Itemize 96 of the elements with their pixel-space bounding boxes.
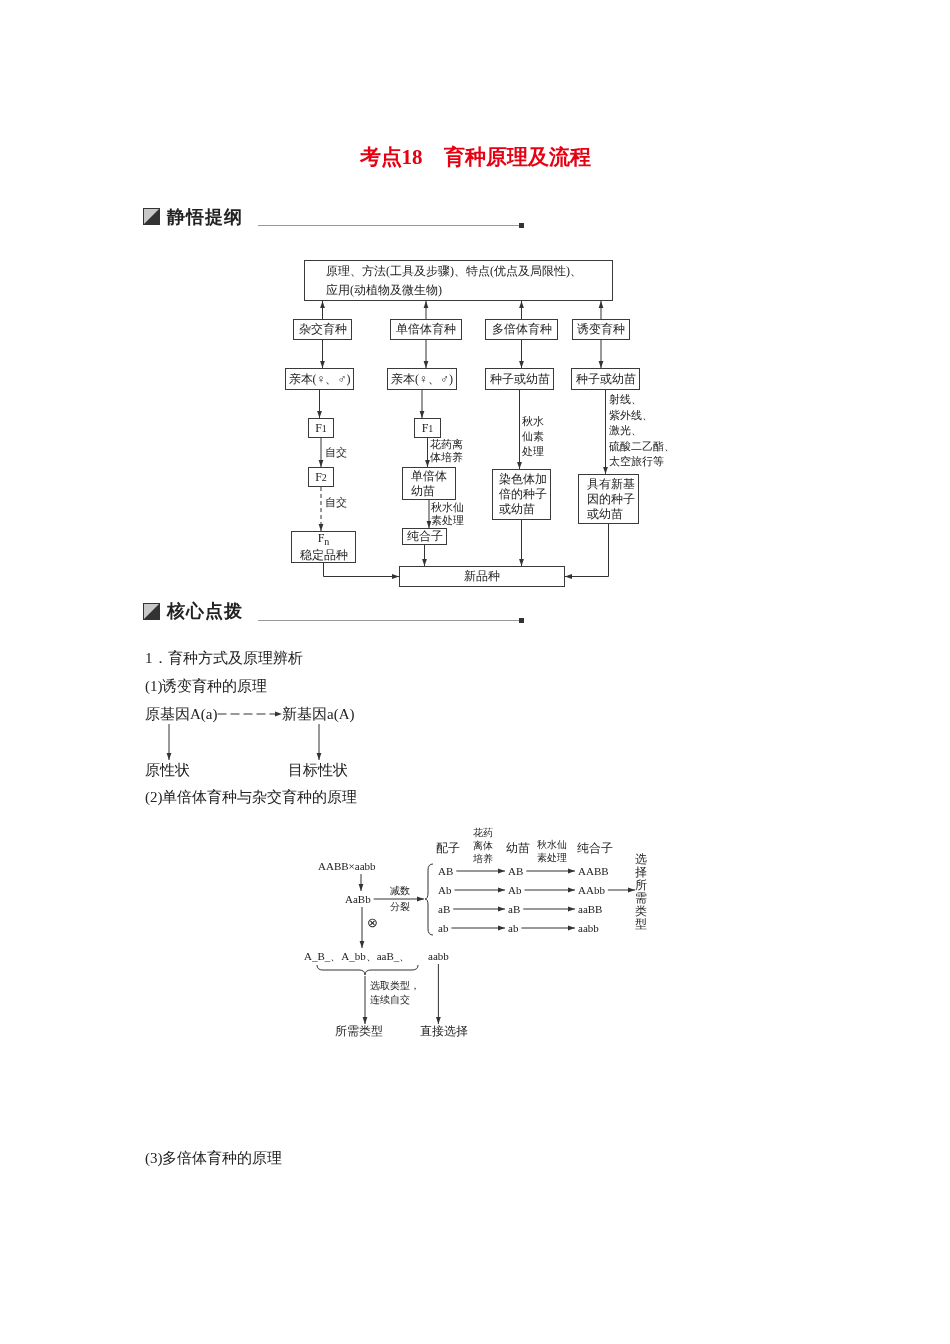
genotype-label: aaBB (575, 901, 606, 917)
edge-label: 花药离体培养 (430, 438, 466, 464)
arrow (316, 723, 322, 761)
process-box: 种子或幼苗 (571, 368, 640, 390)
method-box: 诱变育种 (572, 319, 630, 340)
arrow (320, 300, 325, 320)
outcome-label: 直接选择 (420, 1024, 468, 1038)
arrow (525, 868, 576, 874)
arrow (598, 300, 604, 320)
arrow (517, 389, 522, 470)
arrow-caption: 花药离体培养 (472, 826, 494, 865)
arrow (373, 896, 425, 902)
process-box: 染色体加倍的种子或幼苗 (492, 469, 551, 520)
genotype-label: Ab (505, 882, 525, 898)
genotype-label: Ab (435, 882, 455, 898)
genotype-label: ab (505, 920, 522, 936)
genotype-label: A_B_、A_bb、aaB_、 (304, 949, 412, 964)
section-heading: 静悟提纲 (167, 205, 243, 229)
arrow (598, 339, 604, 369)
arrow (318, 486, 324, 532)
arrow (362, 975, 368, 1025)
arrow (317, 389, 322, 419)
subheading: (1)诱变育种的原理 (145, 677, 268, 696)
arrow (450, 925, 506, 931)
arrow (603, 389, 608, 475)
arrow (320, 339, 325, 369)
arrow (455, 868, 506, 874)
variety-label: 稳定品种 (299, 548, 348, 562)
trait-label: 目标性状 (288, 760, 348, 780)
vertical-label: 选择所需类型 (635, 853, 647, 931)
arrow (217, 711, 283, 717)
arrow (423, 300, 429, 320)
edge-label: 秋水仙素处理 (431, 501, 467, 527)
arrow-caption: 秋水仙素处理 (536, 838, 568, 864)
selfing-symbol: ⊗ (367, 916, 378, 930)
process-box: 纯合子 (402, 528, 447, 545)
result-box: 新品种 (399, 566, 565, 587)
genotype-label: aB (505, 901, 524, 917)
genotype-label: AAbb (575, 882, 608, 898)
arrow (564, 523, 609, 579)
subheading: (2)单倍体育种与杂交育种的原理 (145, 788, 358, 807)
process-box: 具有新基因的种子或幼苗 (578, 474, 639, 524)
column-header: 配子 (436, 841, 460, 855)
process-box: 单倍体幼苗 (402, 467, 456, 500)
summary-box: 原理、方法(工具及步骤)、特点(优点及局限性)、应用(动植物及微生物) (304, 260, 613, 301)
arrow (452, 906, 506, 912)
arrow (166, 723, 172, 761)
genotype-label: ab (435, 920, 452, 936)
genotype-label: AB (435, 863, 457, 879)
genotype-label: aabb (575, 920, 602, 936)
arrow (358, 873, 364, 892)
genotype-label: AB (505, 863, 527, 879)
arrow (519, 339, 524, 369)
arrow (519, 300, 524, 320)
edge-label: 减数分裂 (389, 884, 411, 914)
generation-label: F$_{n}$ (317, 532, 330, 549)
arrow (359, 906, 365, 949)
edge-label: 自交 (325, 496, 347, 509)
arrow (425, 437, 430, 468)
arrow (419, 389, 425, 419)
arrow (607, 887, 636, 893)
genotype-label: AaBb (342, 891, 374, 907)
method-box: 多倍体育种 (485, 319, 558, 340)
arrow (318, 437, 324, 468)
genotype-label: aabb (428, 948, 449, 964)
method-box: 杂交育种 (293, 319, 352, 340)
method-box: 单倍体育种 (390, 319, 462, 340)
arrow (426, 499, 432, 529)
gene-label: 原基因A(a) (145, 704, 218, 724)
arrow (423, 339, 429, 369)
arrow (519, 519, 524, 567)
cross-label: AABB×aabb (318, 858, 376, 874)
edge-label: 自交 (325, 446, 347, 459)
process-box: 亲本(♀、♂) (387, 368, 457, 390)
arrow (524, 887, 576, 893)
genotype-label: aB (435, 901, 454, 917)
subheading: (3)多倍体育种的原理 (145, 1149, 283, 1168)
column-header: 纯合子 (577, 841, 613, 855)
numbered-heading: 1．育种方式及原理辨析 (145, 649, 303, 668)
genotype-label: AABB (575, 863, 612, 879)
outcome-label: 所需类型 (335, 1024, 383, 1038)
process-box (291, 531, 356, 563)
gene-label: 新基因a(A) (282, 704, 355, 724)
arrow (422, 544, 427, 567)
trait-label: 原性状 (145, 760, 190, 780)
section-heading: 核心点拨 (167, 599, 243, 623)
edge-label: 秋水仙素处理 (522, 414, 546, 459)
process-box: 种子或幼苗 (485, 368, 554, 390)
arrow (436, 963, 441, 1025)
page-title: 考点18 育种原理及流程 (359, 144, 591, 171)
arrow (454, 887, 506, 893)
arrow (323, 562, 400, 579)
process-box: 亲本(♀、♂) (285, 368, 354, 390)
arrow (522, 906, 576, 912)
arrow (520, 925, 576, 931)
column-header: 幼苗 (506, 841, 530, 855)
